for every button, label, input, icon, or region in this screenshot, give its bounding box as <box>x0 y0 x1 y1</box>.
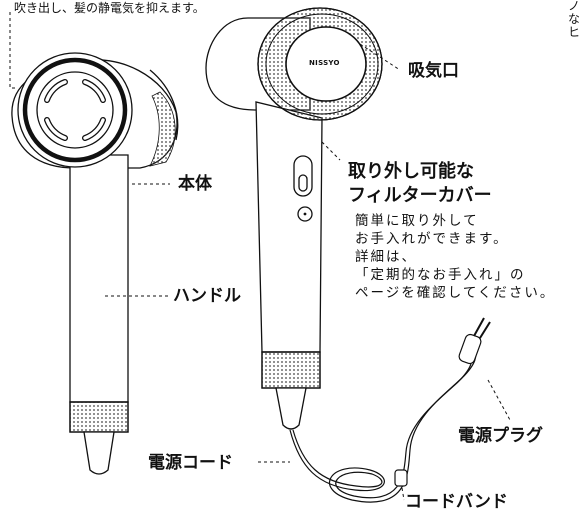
filter-description-line-3: 詳細は、 <box>355 249 417 265</box>
intake-disk <box>285 26 367 102</box>
filter-description-line-4: 「定期的なお手入れ」の <box>355 267 526 283</box>
left-dryer-bottom-grille <box>69 401 129 433</box>
right-dryer <box>205 7 383 430</box>
label-handle: ハンドル <box>173 286 241 306</box>
right-edge-note: ノ な ヒ <box>568 0 579 39</box>
power-plug <box>458 333 482 365</box>
label-body: 本体 <box>178 174 212 194</box>
label-intake: 吸気口 <box>408 61 459 81</box>
cord-band <box>394 469 408 487</box>
label-plug: 電源プラグ <box>458 426 543 446</box>
power-cord <box>289 317 491 503</box>
leader-lines <box>105 43 511 501</box>
label-filter-cover-line-2: フィルターカバー <box>348 185 492 206</box>
label-filter-cover: 取り外し可能な フィルターカバー <box>348 160 492 208</box>
top-note: 吹き出し、髪の静電気を抑えます。 <box>14 1 205 15</box>
filter-description-line-1: 簡単に取り外して <box>355 213 479 229</box>
left-dryer <box>11 52 179 475</box>
right-dryer-handle <box>255 101 323 353</box>
label-filter-cover-line-1: 取り外し可能な <box>348 161 474 182</box>
brand-logo: NISSYO <box>309 59 340 67</box>
right-edge-note-line-2: な <box>568 12 579 26</box>
filter-description-line-2: お手入れができます。 <box>355 231 509 247</box>
right-dryer-bottom-grille <box>261 351 321 389</box>
label-cord-band: コードバンド <box>405 492 508 512</box>
filter-description: 簡単に取り外して お手入れができます。 詳細は、 「定期的なお手入れ」の ページ… <box>355 212 555 302</box>
filter-description-line-5: ページを確認してください。 <box>355 285 556 301</box>
right-edge-note-line-3: ヒ <box>568 25 579 39</box>
label-cord: 電源コード <box>148 453 233 473</box>
left-dryer-handle <box>69 154 129 403</box>
right-edge-note-line-1: ノ <box>568 0 579 13</box>
